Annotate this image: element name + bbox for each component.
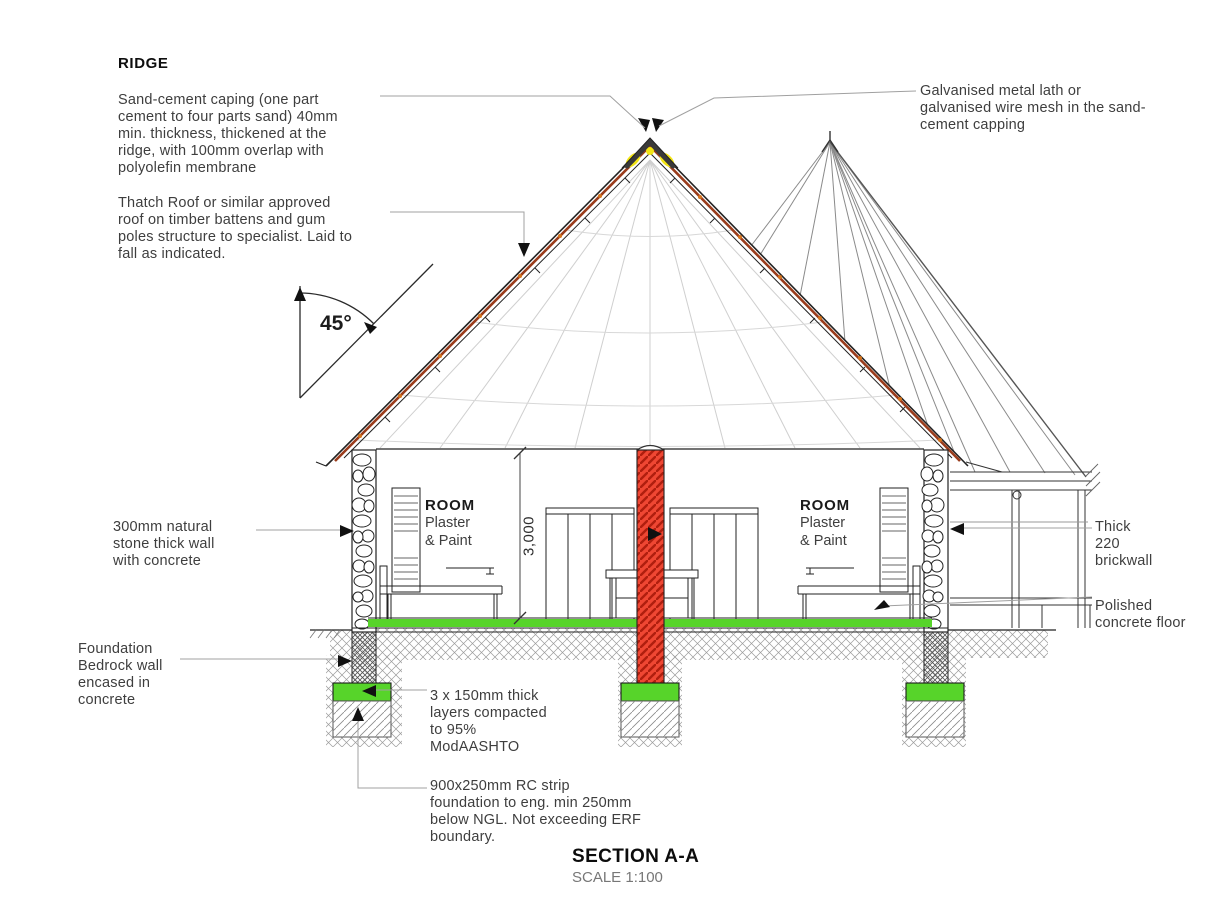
room-right-body: Plaster & Paint bbox=[800, 515, 847, 549]
annotation-brickwall-body: Thick 220 brickwall bbox=[1095, 519, 1153, 569]
annotation-ridge-body: Sand-cement caping (one part cement to f… bbox=[118, 92, 338, 176]
thatch-roof bbox=[315, 118, 969, 467]
foundations bbox=[332, 682, 965, 738]
section-title: SECTION A-A bbox=[572, 846, 700, 867]
annotation-brickwall: Thick 220 brickwall bbox=[1095, 502, 1215, 587]
annotation-floor-body: Polished concrete floor bbox=[1095, 598, 1186, 631]
annotation-thatch: Thatch Roof or similar approved roof on … bbox=[118, 178, 418, 280]
ridge-arrows bbox=[638, 118, 664, 132]
annotation-ridge-title: RIDGE bbox=[118, 55, 169, 72]
annotation-stone-wall-body: 300mm natural stone thick wall with conc… bbox=[113, 519, 215, 569]
roof-pitch-label: 45° bbox=[320, 312, 352, 335]
ridge-cap bbox=[621, 137, 679, 169]
room-left-furniture bbox=[379, 487, 503, 621]
leader-lines bbox=[180, 90, 1093, 789]
dimension-label: 3,000 bbox=[520, 515, 538, 557]
annotation-galvanised-body: Galvanised metal lath or galvanised wire… bbox=[920, 83, 1146, 133]
room-label-right: ROOM Plaster & Paint bbox=[800, 497, 850, 550]
section-scale: SCALE 1:100 bbox=[572, 869, 663, 886]
cone-roof bbox=[750, 131, 1087, 478]
room-right-title: ROOM bbox=[800, 497, 850, 514]
leader-arrowheads bbox=[338, 243, 964, 721]
room-left-body: Plaster & Paint bbox=[425, 515, 472, 549]
annotation-stone-wall: 300mm natural stone thick wall with conc… bbox=[113, 502, 283, 587]
room-label-left: ROOM Plaster & Paint bbox=[425, 497, 475, 550]
room-left-title: ROOM bbox=[425, 497, 475, 514]
center-screens bbox=[545, 507, 759, 621]
veranda bbox=[950, 461, 1101, 628]
annotation-foundation: Foundation Bedrock wall encased in concr… bbox=[78, 624, 218, 726]
center-column bbox=[636, 444, 665, 685]
annotation-galvanised: Galvanised metal lath or galvanised wire… bbox=[920, 66, 1220, 151]
annotation-thatch-body: Thatch Roof or similar approved roof on … bbox=[118, 195, 353, 262]
annotation-ridge: RIDGE Sand-cement caping (one part cemen… bbox=[118, 38, 408, 194]
stone-wall-left bbox=[351, 449, 377, 684]
dimension-3000 bbox=[513, 446, 527, 625]
annotation-floor: Polished concrete floor bbox=[1095, 581, 1225, 649]
annotation-layers: 3 x 150mm thick layers compacted to 95% … bbox=[430, 671, 610, 773]
annotation-foundation-body: Foundation Bedrock wall encased in concr… bbox=[78, 641, 163, 708]
room-right-furniture bbox=[797, 487, 921, 621]
stone-wall-right bbox=[920, 449, 949, 684]
roof-pitch-annotation bbox=[294, 263, 434, 399]
annotation-strip-foundation-body: 900x250mm RC strip foundation to eng. mi… bbox=[430, 778, 642, 845]
annotation-layers-body: 3 x 150mm thick layers compacted to 95% … bbox=[430, 688, 547, 755]
annotation-strip-foundation: 900x250mm RC strip foundation to eng. mi… bbox=[430, 761, 710, 863]
